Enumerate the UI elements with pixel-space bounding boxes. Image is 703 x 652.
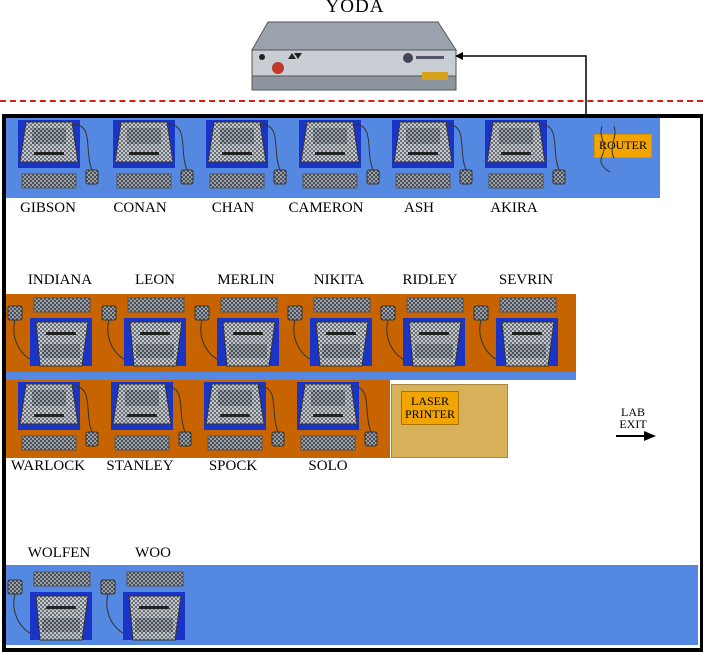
workstation-label: AKIRA bbox=[490, 200, 538, 216]
workstation-chan[interactable] bbox=[202, 120, 288, 196]
workstation-warlock[interactable] bbox=[14, 382, 100, 458]
workstation-label: ASH bbox=[403, 200, 434, 216]
router-cable-icon bbox=[600, 125, 616, 173]
lab-room bbox=[2, 114, 703, 652]
server-label: YODA bbox=[325, 0, 385, 17]
workstation-icon bbox=[204, 382, 285, 451]
workstation-merlin[interactable] bbox=[193, 296, 279, 372]
workstation-nikita[interactable] bbox=[286, 296, 372, 372]
workstation-label: SPOCK bbox=[208, 458, 258, 474]
workstation-icon bbox=[194, 297, 279, 367]
workstation-akira[interactable] bbox=[481, 120, 567, 196]
workstation-label: WARLOCK bbox=[10, 458, 86, 474]
workstation-label: NIKITA bbox=[313, 272, 365, 288]
printer-label: LASER PRINTER bbox=[401, 391, 459, 425]
server-icon[interactable] bbox=[248, 20, 460, 92]
workstation-gibson[interactable] bbox=[14, 120, 100, 196]
workstation-woo[interactable] bbox=[99, 570, 185, 646]
workstation-spock[interactable] bbox=[200, 382, 286, 458]
printer-label-line2: PRINTER bbox=[404, 407, 455, 421]
workstation-icon bbox=[100, 571, 185, 641]
workstation-icon bbox=[473, 297, 558, 367]
workstation-icon bbox=[392, 120, 473, 189]
workstation-label: CHAN bbox=[211, 200, 255, 216]
workstation-indiana[interactable] bbox=[6, 296, 92, 372]
workstation-ridley[interactable] bbox=[379, 296, 465, 372]
workstation-label: SOLO bbox=[308, 458, 348, 474]
network-boundary bbox=[0, 100, 703, 102]
workstation-label: STANLEY bbox=[106, 458, 174, 474]
workstation-label: GIBSON bbox=[20, 200, 76, 216]
workstation-label: LEON bbox=[135, 272, 175, 288]
workstation-icon bbox=[113, 120, 194, 189]
workstation-conan[interactable] bbox=[109, 120, 195, 196]
workstation-label: CAMERON bbox=[288, 200, 364, 216]
workstation-icon bbox=[299, 120, 380, 189]
workstation-label: INDIANA bbox=[27, 272, 93, 288]
router-label: ROUTER bbox=[599, 138, 647, 152]
workstation-icon bbox=[101, 297, 186, 367]
workstation-label: CONAN bbox=[113, 200, 167, 216]
workstation-icon bbox=[287, 297, 372, 367]
workstation-icon bbox=[206, 120, 287, 189]
workstation-cameron[interactable] bbox=[295, 120, 381, 196]
desk-divider bbox=[6, 372, 576, 380]
workstation-icon bbox=[297, 382, 378, 451]
workstation-wolfen[interactable] bbox=[6, 570, 92, 646]
workstation-icon bbox=[380, 297, 465, 367]
workstation-label: MERLIN bbox=[217, 272, 275, 288]
lab-exit-label-line2: EXIT bbox=[619, 417, 647, 431]
workstation-icon bbox=[18, 382, 99, 451]
workstation-icon bbox=[18, 120, 99, 189]
workstation-icon bbox=[7, 571, 92, 641]
printer-label-line1: LASER bbox=[410, 394, 449, 408]
workstation-icon bbox=[485, 120, 566, 189]
workstation-stanley[interactable] bbox=[107, 382, 193, 458]
workstation-solo[interactable] bbox=[293, 382, 379, 458]
arrow-right-icon bbox=[616, 431, 656, 441]
workstation-ash[interactable] bbox=[388, 120, 474, 196]
lab-exit-label-line1: LAB bbox=[621, 405, 645, 419]
workstation-label: RIDLEY bbox=[402, 272, 458, 288]
workstation-label: SEVRIN bbox=[498, 272, 554, 288]
workstation-sevrin[interactable] bbox=[472, 296, 558, 372]
workstation-label: WOLFEN bbox=[27, 545, 91, 561]
workstation-leon[interactable] bbox=[100, 296, 186, 372]
workstation-icon bbox=[7, 297, 92, 367]
workstation-icon bbox=[111, 382, 192, 451]
lab-exit-label: LAB EXIT bbox=[610, 406, 656, 430]
workstation-label: WOO bbox=[135, 545, 171, 561]
